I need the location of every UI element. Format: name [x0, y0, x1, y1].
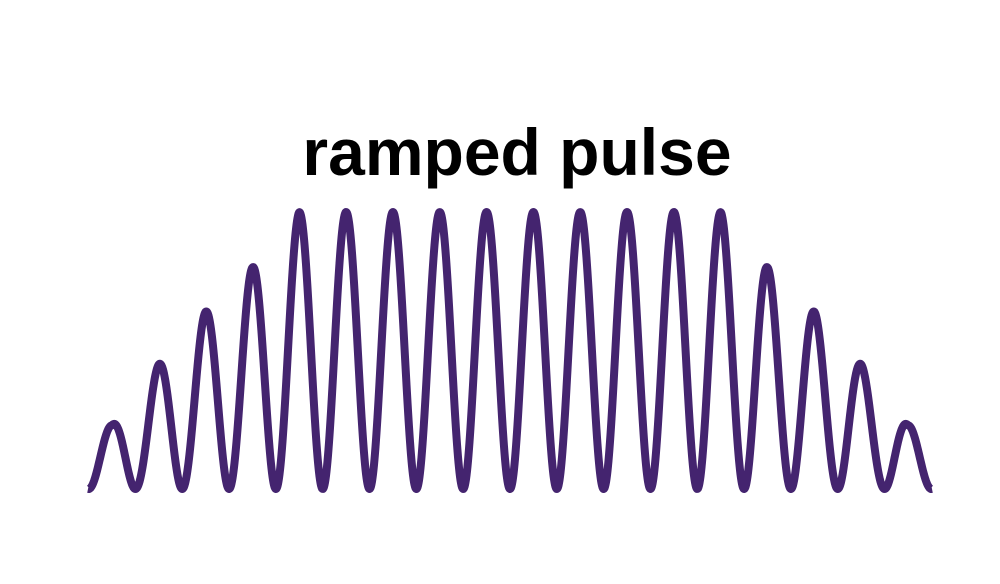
ramped-pulse-waveform: [84, 208, 936, 493]
diagram-title: ramped pulse: [302, 115, 732, 189]
